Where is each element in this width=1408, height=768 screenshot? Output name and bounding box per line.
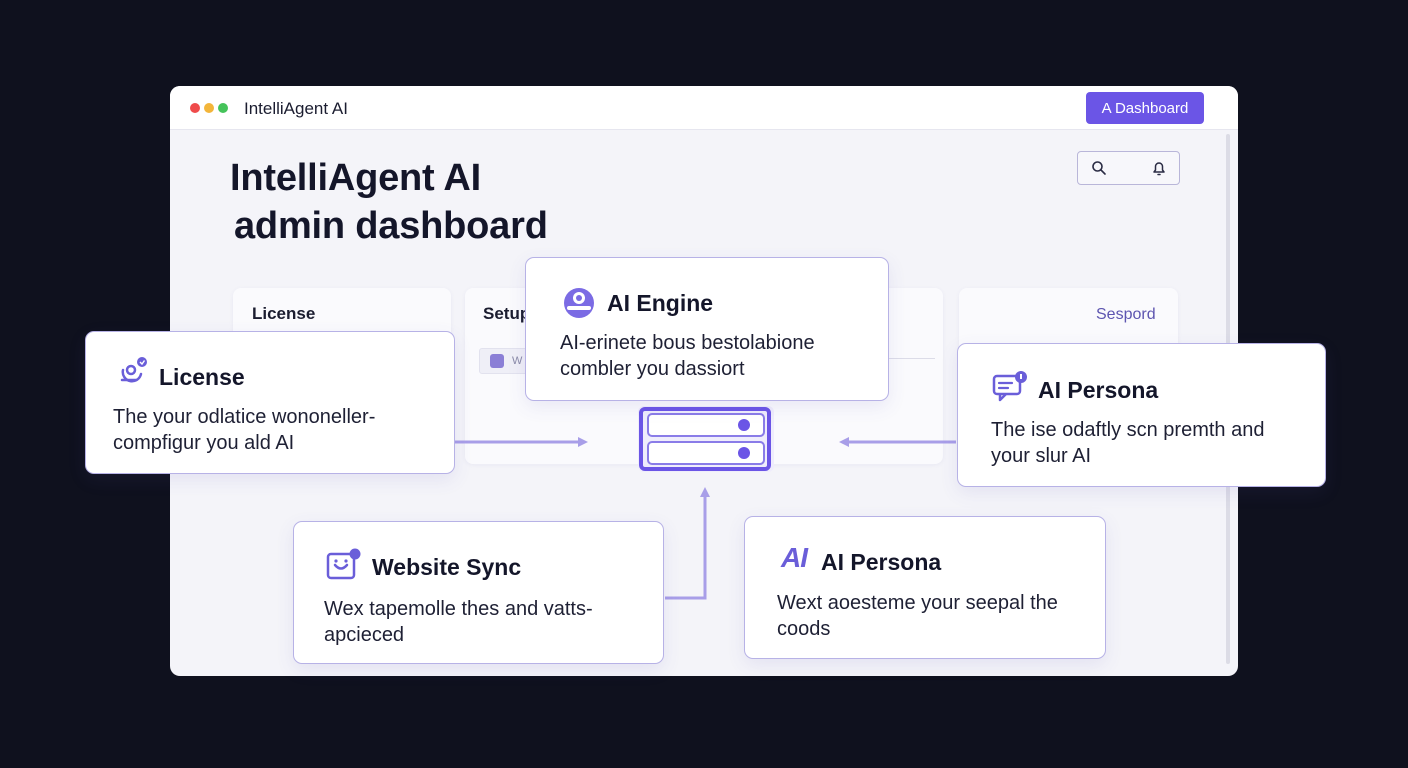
- bell-icon[interactable]: [1150, 159, 1168, 177]
- app-name: IntelliAgent AI: [244, 99, 348, 118]
- maximize-window-dot[interactable]: [218, 103, 228, 113]
- website-sync-card-body-line-1: Wex tapemolle thes and vatts-: [324, 598, 593, 620]
- page-title-line-2: admin dashboard: [234, 205, 548, 247]
- ai-engine-card-body-line-1: AI-erinete bous bestolabione: [560, 332, 815, 354]
- website-sync-card-body-line-2: apcieced: [324, 624, 405, 646]
- ai-persona-bottom-card-body-line-2: coods: [777, 618, 831, 640]
- setup-panel-label: Setup: [483, 304, 531, 323]
- ai-persona-bottom-card-body-line-1: Wext aoesteme your seepal the: [777, 592, 1058, 614]
- minimize-window-dot[interactable]: [204, 103, 214, 113]
- license-panel-label: License: [252, 304, 316, 323]
- badge-icon: [120, 357, 147, 383]
- persona-chat-icon: [992, 371, 1027, 402]
- dashboard-button[interactable]: A Dashboard: [1086, 92, 1204, 124]
- ai-engine-card-body: AI-erinete bous bestolabione combler you…: [560, 330, 815, 382]
- toolbar-icons: [1077, 151, 1180, 185]
- close-window-dot[interactable]: [190, 103, 200, 113]
- search-icon[interactable]: [1090, 159, 1108, 177]
- website-sync-card[interactable]: Website Sync Wex tapemolle thes and vatt…: [293, 521, 664, 664]
- sespord-panel-label: Sespord: [1096, 306, 1156, 323]
- ai-persona-right-card-body-line-1: The ise odaftly scn premth and: [991, 419, 1265, 441]
- website-sync-card-title: Website Sync: [372, 554, 522, 580]
- license-card-body-line-1: The your odlatice wononeller-: [113, 406, 376, 428]
- setup-row-icon: [490, 354, 504, 368]
- ai-persona-bottom-card-title: AI Persona: [821, 549, 942, 575]
- website-sync-card-body: Wex tapemolle thes and vatts- apcieced: [324, 596, 593, 648]
- setup-row-text: W: [512, 355, 523, 367]
- ai-logo-icon: AI: [781, 542, 808, 573]
- ai-persona-right-card-body-line-2: your slur AI: [991, 445, 1092, 467]
- ai-persona-bottom-card[interactable]: AI AI Persona Wext aoesteme your seepal …: [744, 516, 1106, 659]
- page-title: IntelliAgent AI admin dashboard: [230, 154, 548, 250]
- engine-icon: [564, 288, 594, 318]
- server-stack-icon: [638, 406, 774, 472]
- ai-persona-right-card[interactable]: AI Persona The ise odaftly scn premth an…: [957, 343, 1326, 487]
- ai-engine-card-body-line-2: combler you dassiort: [560, 358, 745, 380]
- page-title-line-1: IntelliAgent AI: [230, 157, 482, 199]
- license-card[interactable]: License The your odlatice wononeller- co…: [85, 331, 455, 474]
- sync-icon: [326, 548, 361, 580]
- ai-engine-card[interactable]: AI Engine AI-erinete bous bestolabione c…: [525, 257, 889, 401]
- setup-divider: [885, 358, 935, 359]
- ai-persona-right-card-body: The ise odaftly scn premth and your slur…: [991, 417, 1264, 469]
- license-card-body: The your odlatice wononeller- compfigur …: [113, 404, 375, 456]
- license-card-body-line-2: compfigur you ald AI: [113, 432, 295, 454]
- ai-engine-card-title: AI Engine: [607, 290, 714, 316]
- ai-persona-right-card-title: AI Persona: [1038, 377, 1159, 403]
- ai-persona-bottom-card-body: Wext aoesteme your seepal the coods: [777, 590, 1058, 642]
- title-bar: IntelliAgent AI A Dashboard: [170, 86, 1238, 130]
- license-card-title: License: [159, 364, 245, 390]
